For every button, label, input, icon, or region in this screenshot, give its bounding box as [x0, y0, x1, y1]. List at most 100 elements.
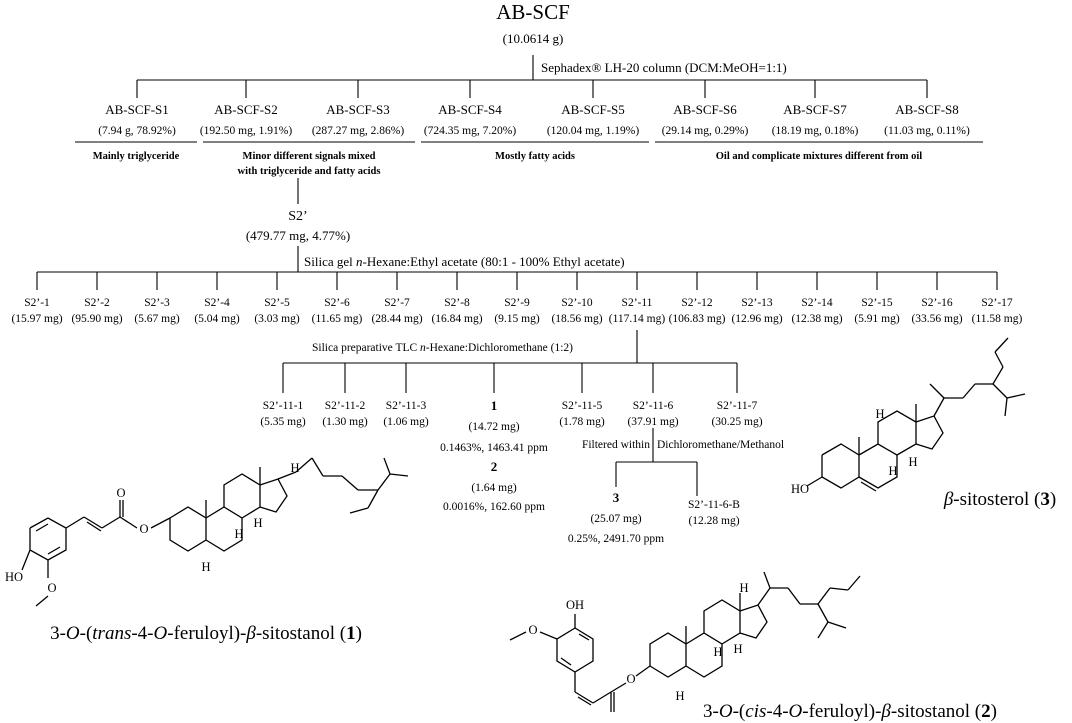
fraction-amount: (120.04 mg, 1.19%)	[547, 125, 639, 137]
fraction-amount: (18.19 mg, 0.18%)	[772, 125, 859, 137]
tlc-text: Silica preparative TLC	[312, 342, 420, 354]
tlc-text: -Hexane:Dichloromethane (1:2)	[426, 342, 573, 354]
s211-name: S2’-11-3	[386, 400, 427, 412]
methoxy-oxygen: O	[47, 581, 56, 595]
fraction-s4: AB-SCF-S4 (724.35 mg, 7.20%)	[424, 102, 516, 137]
fraction-amount: (29.14 mg, 0.29%)	[662, 125, 749, 137]
hydroxyl-group: HO	[791, 482, 809, 496]
fraction-amount: (287.27 mg, 2.86%)	[312, 125, 404, 137]
ester-oxygen: O	[139, 522, 148, 536]
s211-amount: (37.91 mg)	[627, 416, 678, 428]
subfraction-14: S2’-14 (12.38 mg)	[791, 297, 842, 325]
note-mixed-signals-2: with triglyceride and fatty acids	[238, 166, 381, 177]
compound-1-yield: 0.1463%, 1463.41 ppm	[440, 442, 548, 454]
subfraction-name: S2’-4	[204, 297, 230, 309]
subfraction-name: S2’-14	[801, 297, 833, 309]
s211-amount: (1.78 mg)	[559, 416, 605, 428]
fraction-name: AB-SCF-S6	[673, 102, 737, 117]
s211-name: S2’-11-6	[633, 400, 674, 412]
subfraction-amount: (5.91 mg)	[854, 313, 900, 325]
fraction-name: AB-SCF-S8	[895, 102, 959, 117]
subfraction-5: S2’-5(3.03 mg)	[254, 297, 300, 325]
tree-lines	[36, 55, 998, 496]
fraction-name: AB-SCF-S5	[561, 102, 625, 117]
subfraction-11: S2’-11(117.14 mg)	[609, 297, 666, 325]
subfraction-name: S2’-17	[981, 297, 1013, 309]
hydroxyl-group: OH	[566, 598, 584, 612]
method-italic: n	[356, 254, 363, 269]
h-atom: H	[253, 516, 262, 530]
subfraction-3: S2’-3 (5.67 mg)	[134, 297, 180, 325]
compound-2-label: 2	[491, 459, 498, 474]
subfraction-amount: (9.15 mg)	[494, 313, 540, 325]
compound-1-name: 3-O-(trans-4-O-feruloyl)-β-sitostanol (1…	[50, 623, 362, 644]
fraction-s8: AB-SCF-S8 (11.03 mg, 0.11%)	[884, 102, 970, 137]
subfraction-17: S2’-17 (11.58 mg)	[972, 297, 1023, 325]
fraction-name: AB-SCF-S1	[105, 102, 169, 117]
h-atom: H	[739, 581, 748, 595]
root-mass: (10.0614 g)	[503, 31, 564, 46]
subfraction-16: S2’-16(33.56 mg)	[911, 297, 962, 325]
fraction-amount: (7.94 g, 78.92%)	[98, 125, 176, 137]
note-mixed-signals-1: Minor different signals mixed	[243, 151, 376, 162]
s211-name: S2’-11-1	[263, 400, 304, 412]
tlc-method: Silica preparative TLC n-Hexane:Dichloro…	[312, 342, 573, 354]
s211-amount: (30.25 mg)	[711, 416, 762, 428]
compound-2-node: 2 (1.64 mg) 0.0016%, 162.60 ppm	[443, 459, 545, 513]
methoxy-oxygen: O	[528, 623, 537, 637]
subfraction-amount: (12.38 mg)	[791, 313, 842, 325]
carbonyl-oxygen: O	[116, 486, 125, 500]
s211-1: S2’-11-1(5.35 mg)	[260, 400, 306, 428]
subfraction-amount: (5.67 mg)	[134, 313, 180, 325]
s211-3: S2’-11-3 (1.06 mg)	[383, 400, 429, 428]
subfraction-name: S2’-9	[504, 297, 530, 309]
subfraction-amount: (11.58 mg)	[972, 313, 1023, 325]
compound-1-amount: (14.72 mg)	[468, 421, 519, 433]
structure-compound-2: OH O O H H H H	[509, 571, 997, 722]
s211-amount: (1.30 mg)	[322, 416, 368, 428]
s211-7: S2’-11-7 (30.25 mg)	[711, 400, 762, 428]
subfraction-name: S2’-13	[741, 297, 773, 309]
subfraction-name: S2’-3	[144, 297, 170, 309]
s211-5: S2’-11-5 (1.78 mg)	[559, 400, 605, 428]
method-text: Silica gel	[304, 254, 356, 269]
compound-2-yield: 0.0016%, 162.60 ppm	[443, 501, 545, 513]
s211-name: S2’-11-5	[562, 400, 603, 412]
fraction-s6: AB-SCF-S6 (29.14 mg, 0.29%)	[662, 102, 749, 137]
fraction-s1: AB-SCF-S1 (7.94 g, 78.92%)	[98, 102, 176, 137]
s2prime-amount: (479.77 mg, 4.77%)	[246, 228, 350, 243]
s2116b-node: S2’-11-6-B (12.28 mg)	[688, 499, 740, 527]
subfraction-name: S2’-11	[622, 297, 653, 309]
beta-sitosterol-name: β-sitosterol (3)	[943, 489, 1056, 510]
h-atom: H	[908, 455, 917, 469]
s211-name: S2’-11-7	[717, 400, 758, 412]
subfraction-8: S2’-8(16.84 mg)	[431, 297, 482, 325]
subfraction-name: S2’-1	[24, 297, 50, 309]
s211-amount: (1.06 mg)	[383, 416, 429, 428]
subfraction-15: S2’-15(5.91 mg)	[854, 297, 900, 325]
subfraction-name: S2’-10	[561, 297, 593, 309]
note-triglyceride: Mainly triglyceride	[93, 151, 180, 162]
fraction-amount: (11.03 mg, 0.11%)	[884, 125, 970, 137]
h-atom: H	[201, 560, 210, 574]
h-atom: H	[713, 645, 722, 659]
s2prime-method: Silica gel n-Hexane:Ethyl acetate (80:1 …	[304, 254, 625, 269]
subfraction-6: S2’-6(11.65 mg)	[312, 297, 363, 325]
subfraction-name: S2’-12	[681, 297, 713, 309]
ester-oxygen: O	[626, 672, 635, 686]
compound-1-label: 1	[491, 398, 498, 413]
fraction-name: AB-SCF-S3	[326, 102, 390, 117]
subfraction-amount: (11.65 mg)	[312, 313, 363, 325]
fraction-name: AB-SCF-S7	[783, 102, 847, 117]
compound-3-node: 3 (25.07 mg) 0.25%, 2491.70 ppm	[568, 490, 664, 545]
h-atom: H	[675, 689, 684, 703]
structure-beta-sitosterol: H H H HO β-sitosterol (3)	[791, 337, 1056, 510]
method-text: -Hexane:Ethyl acetate (80:1 - 100% Ethyl…	[363, 254, 625, 269]
subfraction-7: S2’-7(28.44 mg)	[371, 297, 422, 325]
fraction-s5: AB-SCF-S5 (120.04 mg, 1.19%)	[547, 102, 639, 137]
s211-2: S2’-11-2(1.30 mg)	[322, 400, 368, 428]
subfraction-amount: (15.97 mg)	[11, 313, 62, 325]
h-atom: H	[290, 461, 299, 475]
